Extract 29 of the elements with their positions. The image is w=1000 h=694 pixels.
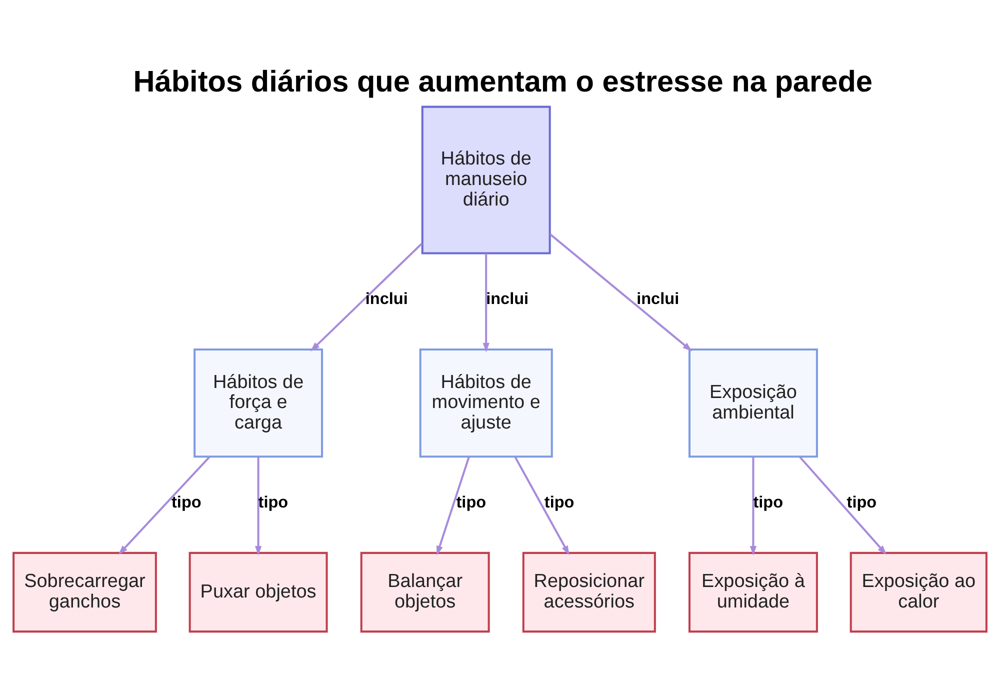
node-box: Hábitos de manuseio diário bbox=[421, 105, 551, 254]
node-box: Puxar objetos bbox=[188, 551, 328, 632]
arrow bbox=[310, 242, 423, 351]
edge-label: inclui bbox=[636, 290, 680, 308]
edge-label: tipo bbox=[544, 493, 574, 512]
node-box: Exposição ao calor bbox=[850, 551, 988, 632]
edge-label: tipo bbox=[846, 493, 877, 512]
node-box: Exposição à umidade bbox=[688, 551, 818, 632]
edge-label: tipo bbox=[456, 493, 486, 512]
node-box: Hábitos de força e carga bbox=[194, 348, 324, 458]
edge-label: tipo bbox=[258, 493, 288, 512]
arrow bbox=[514, 456, 570, 555]
edge-label: tipo bbox=[172, 493, 202, 512]
arrow bbox=[118, 456, 210, 554]
edge-label: inclui bbox=[486, 290, 529, 308]
arrow bbox=[750, 456, 757, 556]
diagram-title: Hábitos diários que aumentam o estresse na parede bbox=[133, 64, 873, 98]
arrow bbox=[798, 456, 887, 554]
arrow bbox=[436, 456, 470, 555]
edge-label: inclui bbox=[365, 290, 408, 308]
node-box: Hábitos de movimento e ajuste bbox=[419, 348, 553, 458]
arrow bbox=[254, 456, 262, 556]
edge-label: tipo bbox=[753, 493, 784, 512]
node-box: Sobrecarregar ganchos bbox=[12, 551, 157, 632]
arrow bbox=[549, 232, 692, 351]
node-box: Exposição ambiental bbox=[688, 348, 818, 458]
node-box: Reposicionar acessórios bbox=[522, 551, 656, 632]
arrow bbox=[482, 253, 490, 352]
node-box: Balançar objetos bbox=[360, 551, 490, 632]
